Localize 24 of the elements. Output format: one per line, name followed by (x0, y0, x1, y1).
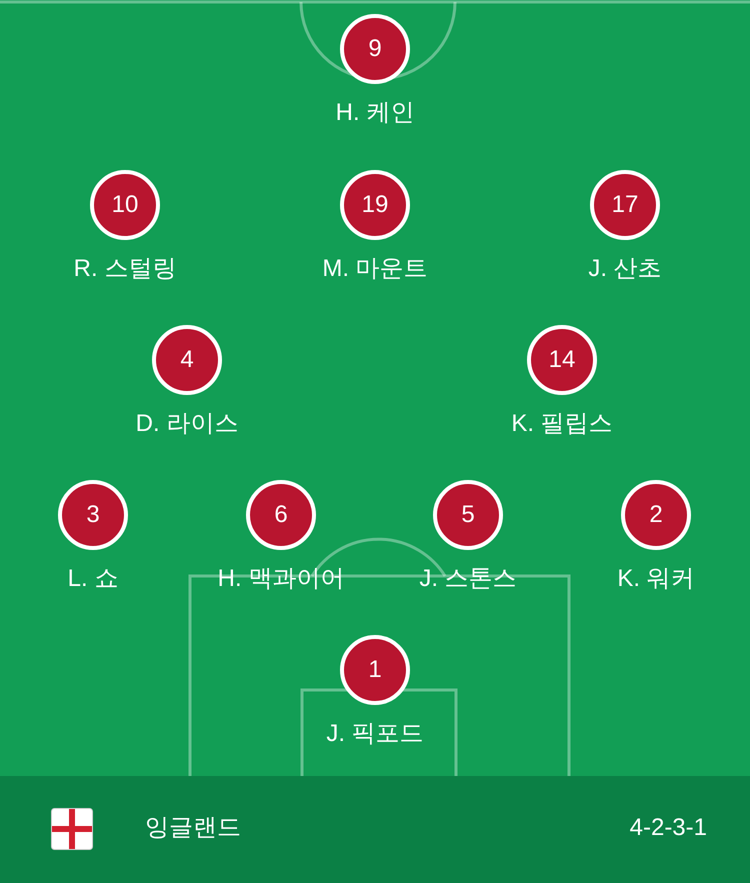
player-name: M. 마운트 (322, 255, 428, 283)
player-name: H. 케인 (336, 99, 414, 127)
player-name: L. 쇼 (68, 565, 118, 593)
player-name: H. 맥과이어 (218, 565, 344, 593)
player-marker: 4 (152, 325, 222, 395)
player-marker: 14 (527, 325, 597, 395)
player-marker: 1 (340, 635, 410, 705)
player-marker: 3 (58, 480, 128, 550)
player-marker: 17 (590, 170, 660, 240)
player-marker: 19 (340, 170, 410, 240)
formation-label: 4-2-3-1 (630, 814, 707, 842)
player-marker: 6 (246, 480, 316, 550)
player-name: R. 스털링 (74, 255, 176, 283)
player-marker: 10 (90, 170, 160, 240)
player-name: K. 필립스 (511, 410, 613, 438)
player-name: D. 라이스 (136, 410, 238, 438)
player-name: J. 픽포드 (326, 720, 424, 748)
player-name: J. 산초 (588, 255, 662, 283)
player-marker: 5 (433, 480, 503, 550)
player-name: J. 스톤스 (419, 565, 517, 593)
player-marker: 2 (621, 480, 691, 550)
player-name: K. 워커 (617, 565, 695, 593)
team-name: 잉글랜드 (145, 814, 241, 842)
player-marker: 9 (340, 14, 410, 84)
